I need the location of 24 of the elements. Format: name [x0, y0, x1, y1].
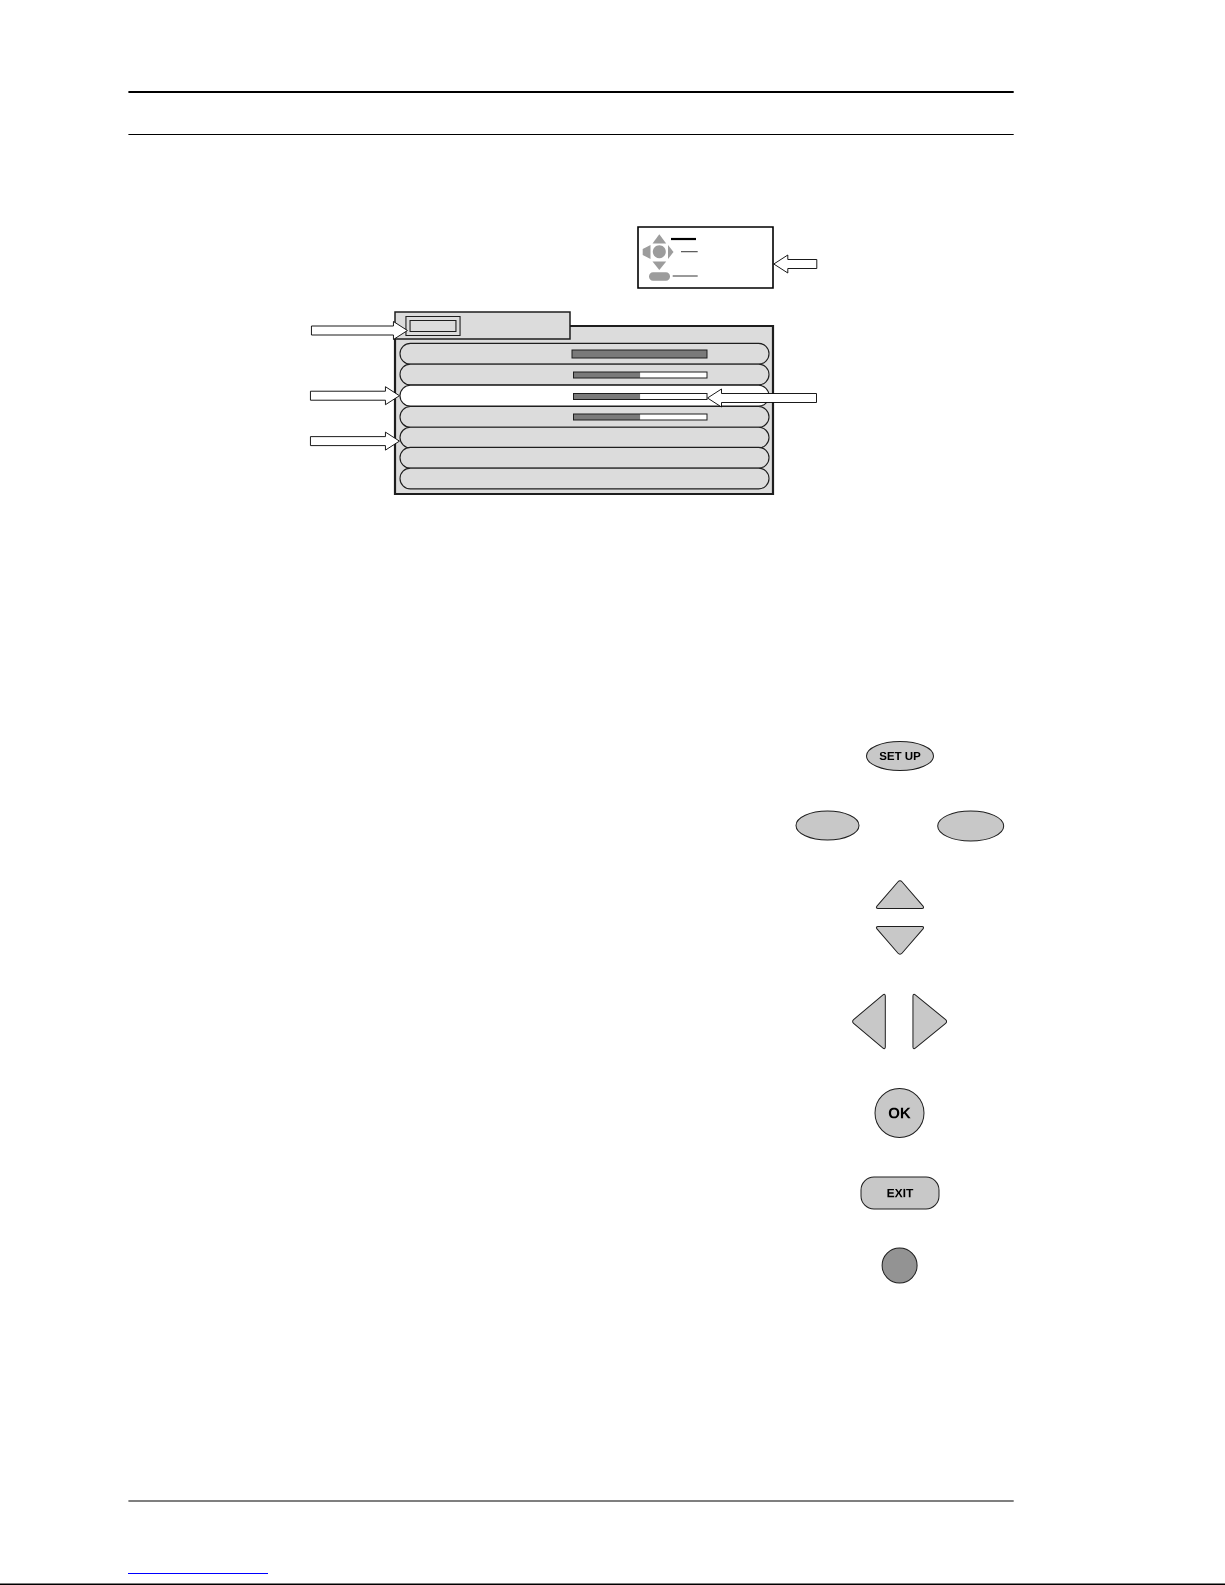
block-arrow	[707, 388, 817, 408]
block-arrow	[311, 321, 408, 340]
slider-bar	[573, 413, 708, 421]
block-arrow	[310, 386, 400, 406]
down-button	[875, 926, 925, 955]
slider-bar	[571, 349, 708, 359]
block-arrow	[310, 431, 400, 451]
right-button	[912, 993, 948, 1050]
oval-button	[937, 810, 1005, 842]
slider-bar	[573, 393, 708, 400]
block-arrow	[773, 254, 818, 274]
icon-frame	[405, 315, 461, 337]
ok-button: OK	[874, 1088, 925, 1138]
help-box	[637, 226, 774, 289]
menu-row	[399, 467, 770, 490]
oval-button	[795, 810, 860, 841]
menu-row	[399, 446, 770, 469]
setup-button: SET UP	[866, 741, 934, 771]
round-button	[881, 1247, 918, 1284]
up-button	[875, 880, 925, 909]
menu-row	[399, 426, 770, 449]
exit-button: EXIT	[860, 1176, 940, 1210]
slider-bar	[573, 371, 708, 379]
left-button	[852, 993, 886, 1050]
